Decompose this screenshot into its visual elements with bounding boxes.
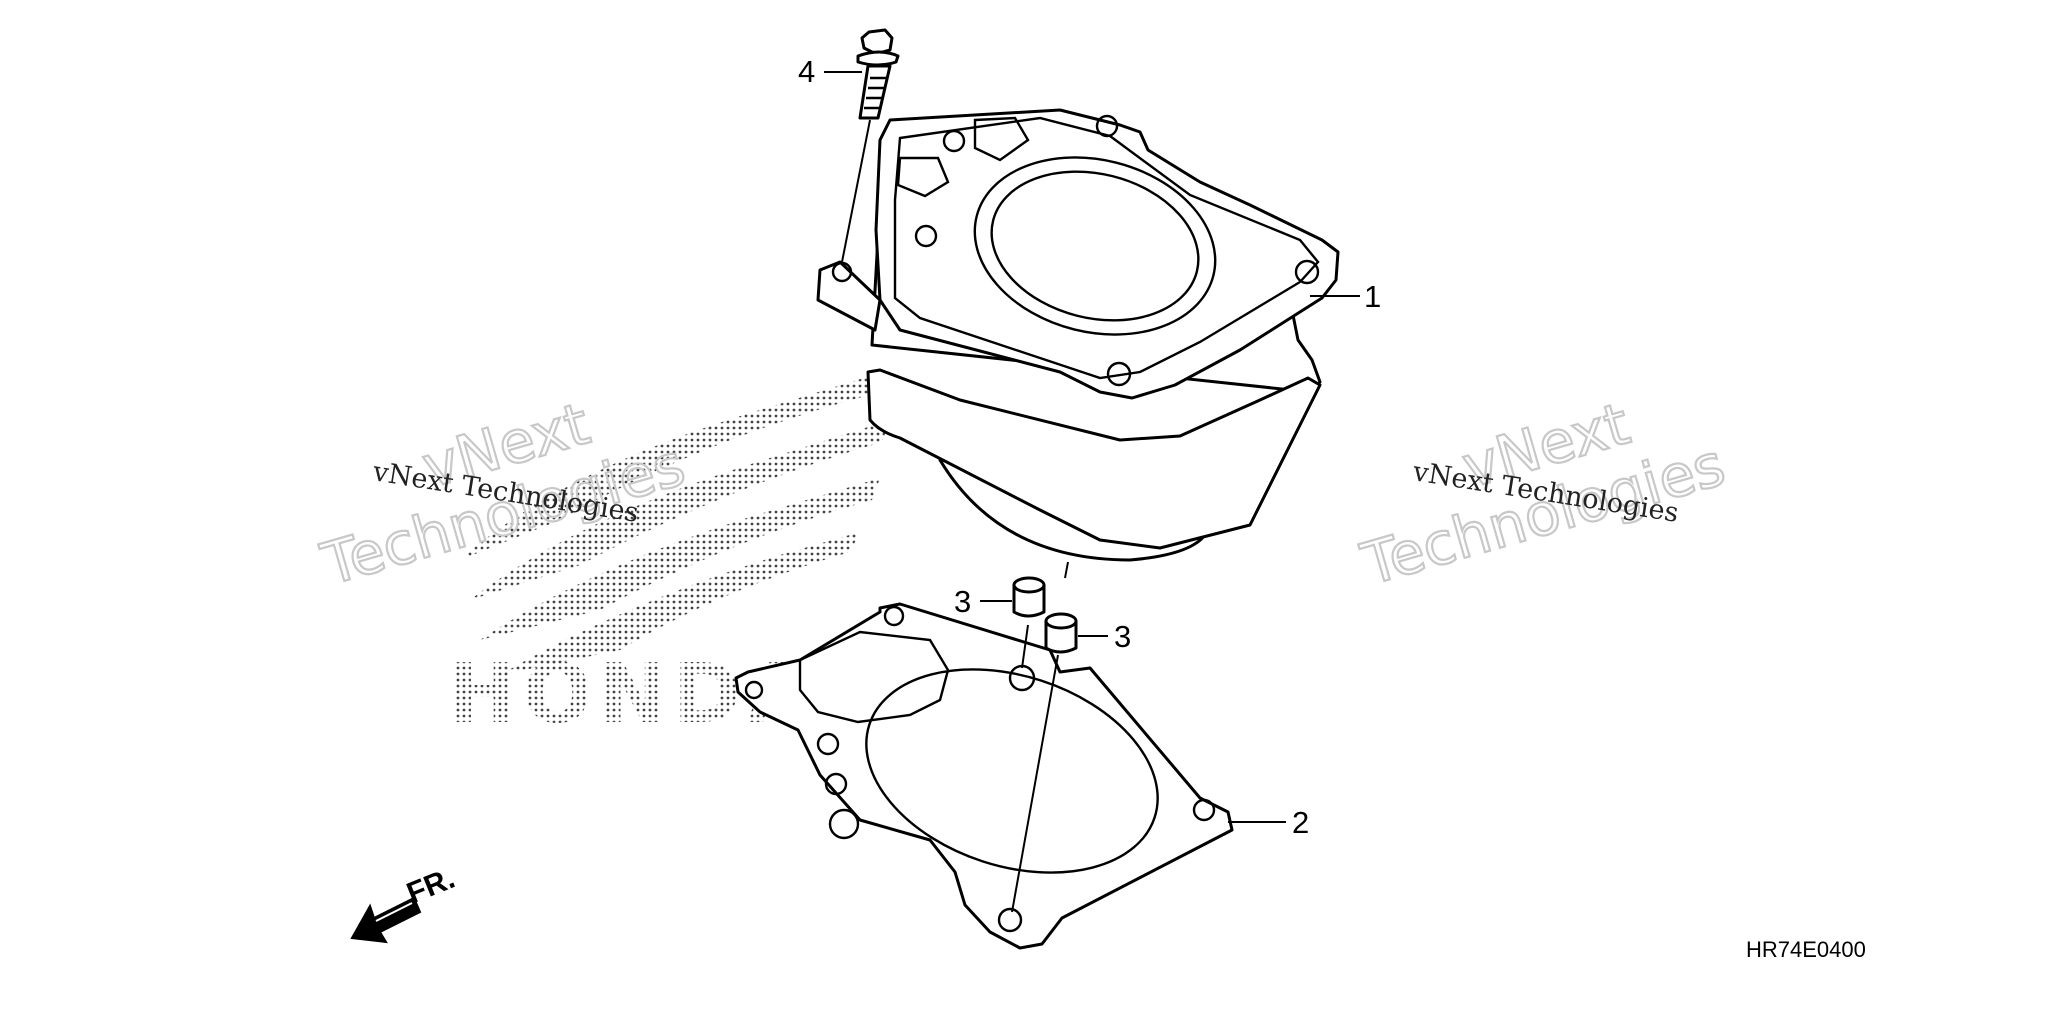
base-gasket: [734, 602, 1234, 950]
alignment-lines: [1011, 561, 1069, 913]
cylinder: [816, 108, 1340, 562]
callout-label-4: 4: [798, 54, 815, 89]
front-arrow: FR.: [350, 862, 459, 944]
front-arrow-label: FR.: [402, 862, 459, 911]
callout-label-3-left: 3: [954, 584, 971, 619]
dowel-pin-right: [1044, 612, 1078, 654]
honda-wing-logo: HONDA: [448, 370, 890, 742]
callout-3-right: 3: [1078, 619, 1131, 654]
callout-3-left: 3: [954, 584, 1012, 619]
callout-2: 2: [1228, 805, 1309, 840]
flange-bolt: [841, 28, 900, 263]
callout-4: 4: [798, 54, 862, 89]
dowel-pin-left: [1012, 576, 1046, 618]
diagram-code: HR74E0400: [1746, 937, 1866, 962]
callout-label-1: 1: [1364, 279, 1381, 314]
callout-label-2: 2: [1292, 805, 1309, 840]
watermark-right: vNext Technologies vNext Technologies: [1353, 388, 1733, 600]
callout-1: 1: [1310, 279, 1381, 314]
callout-label-3-right: 3: [1114, 619, 1131, 654]
